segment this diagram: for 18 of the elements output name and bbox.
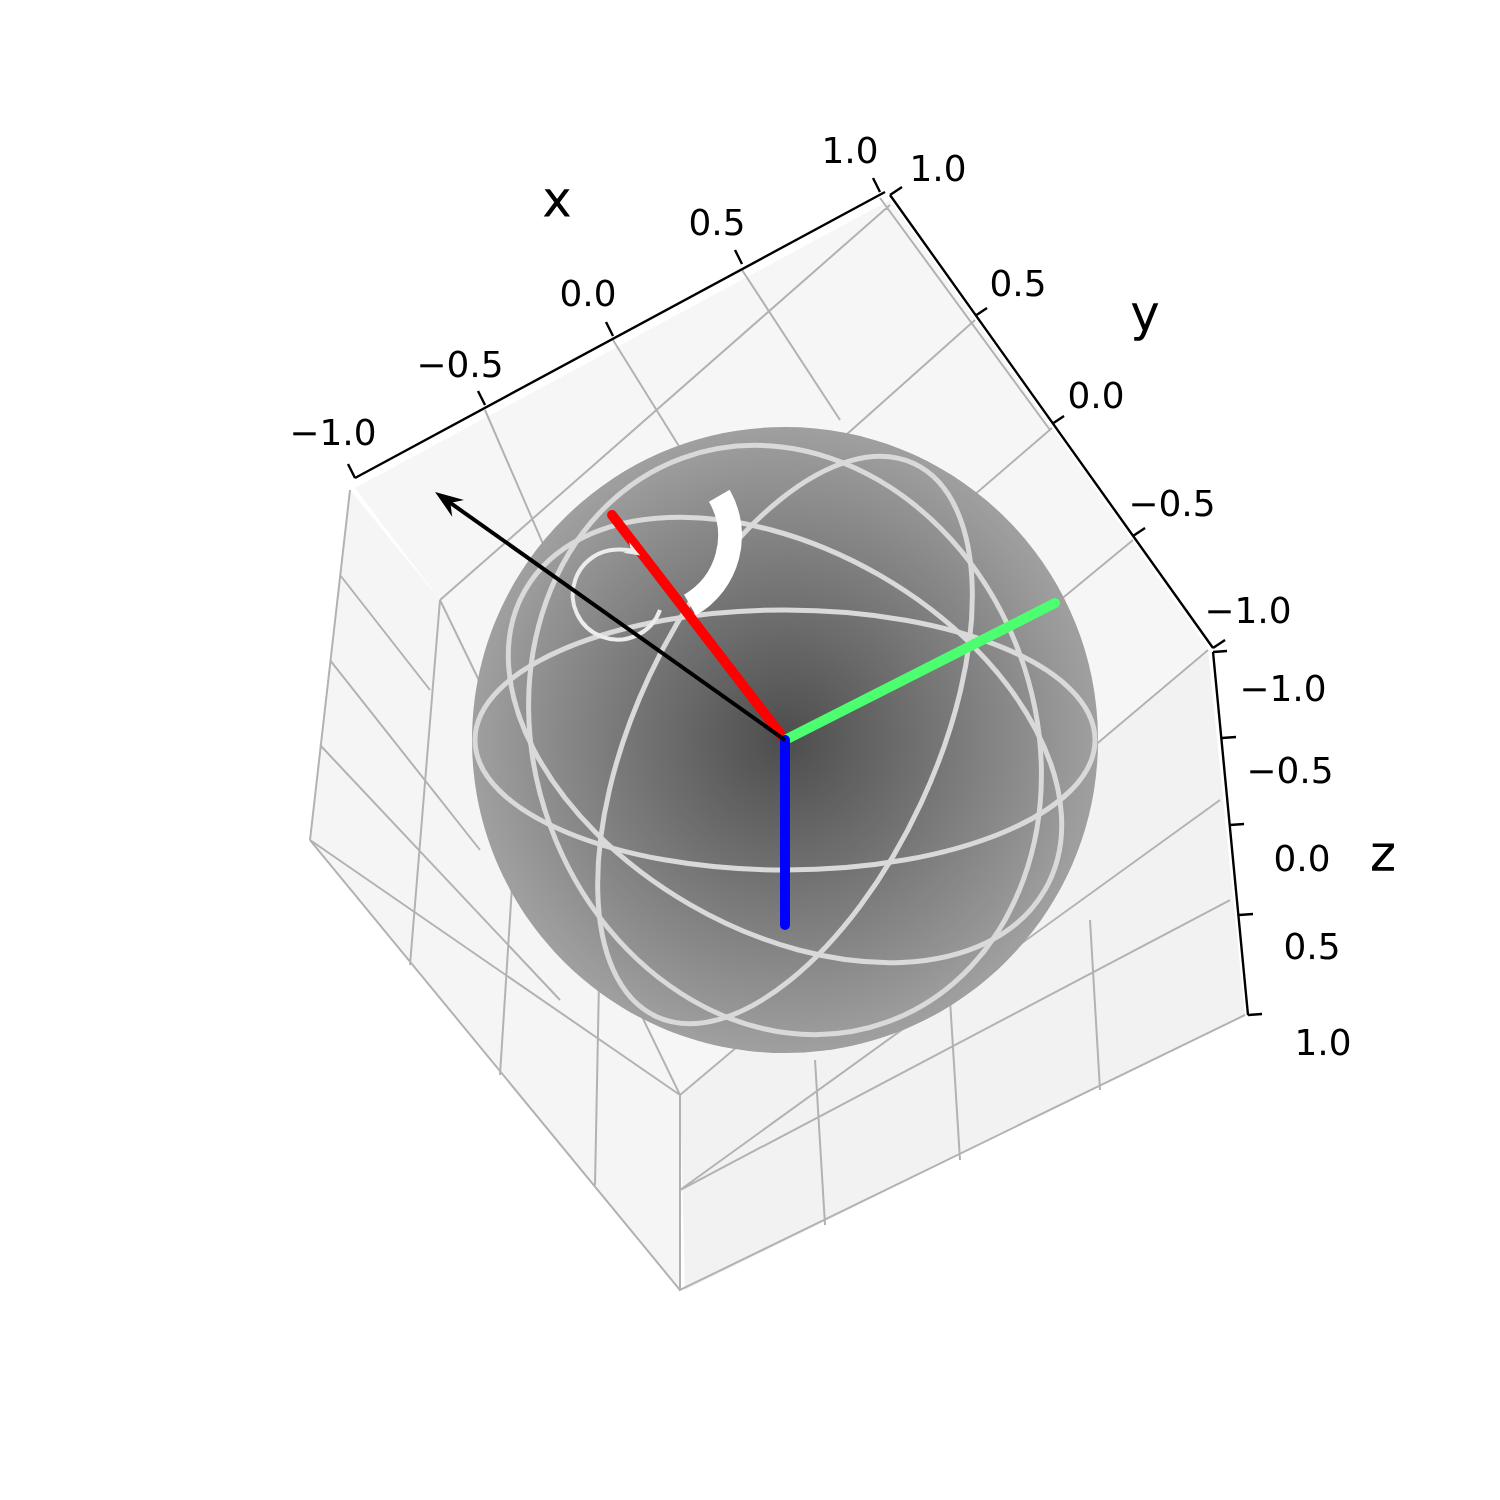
tick-label: 1.0 (825, 136, 877, 164)
tick-label: 0.0 (1069, 381, 1123, 409)
tick-label: 0.0 (1275, 844, 1329, 872)
tick-label: 0.5 (1285, 932, 1338, 960)
axis-label: z (1372, 843, 1394, 871)
tick-label: 0.5 (690, 208, 743, 236)
tick-label: 1.0 (1298, 1028, 1350, 1056)
tick-label: 1.0 (913, 154, 965, 182)
tick-label: −1.0 (1243, 674, 1325, 702)
axis-label: y (1131, 303, 1159, 341)
tick-label: −0.5 (1250, 756, 1331, 784)
axis-label: x (543, 189, 571, 217)
tick-label: 0.0 (561, 279, 615, 307)
tick-label: −0.5 (1132, 489, 1213, 517)
tick-label: 0.5 (991, 269, 1044, 297)
tick-label: −1.0 (293, 418, 375, 446)
tick-label: −1.0 (1208, 596, 1290, 624)
tick-label: −0.5 (420, 350, 501, 378)
